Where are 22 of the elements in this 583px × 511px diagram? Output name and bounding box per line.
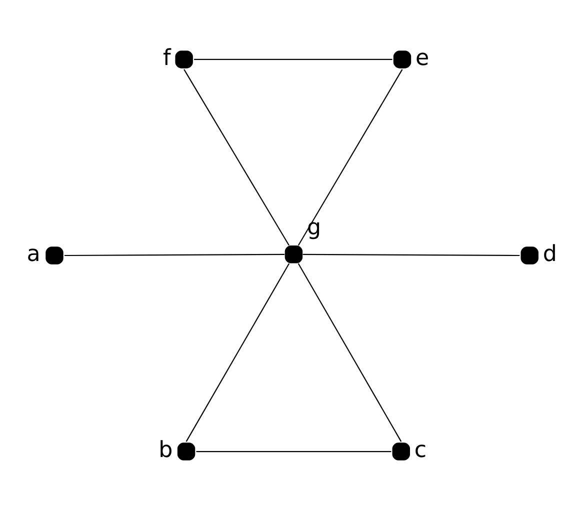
node-circle [284, 246, 303, 264]
node-label: f [163, 45, 171, 72]
node-circle [177, 442, 196, 460]
node-circle [520, 246, 538, 264]
node-label: b [158, 437, 173, 464]
connector [298, 263, 402, 442]
connector [64, 254, 284, 256]
node-circle [392, 442, 410, 460]
connector [196, 450, 392, 452]
connector [298, 69, 403, 246]
node-label: a [26, 241, 40, 268]
connector [194, 58, 392, 60]
connector [186, 263, 290, 442]
node-label: d [542, 241, 557, 268]
node-label: e [416, 45, 430, 72]
node-label: g [307, 214, 322, 240]
node-circle [393, 50, 412, 68]
connector [302, 254, 520, 256]
connector [184, 69, 290, 246]
node-label: c [414, 437, 427, 464]
node-circle [46, 246, 64, 264]
node-circle [175, 50, 193, 68]
